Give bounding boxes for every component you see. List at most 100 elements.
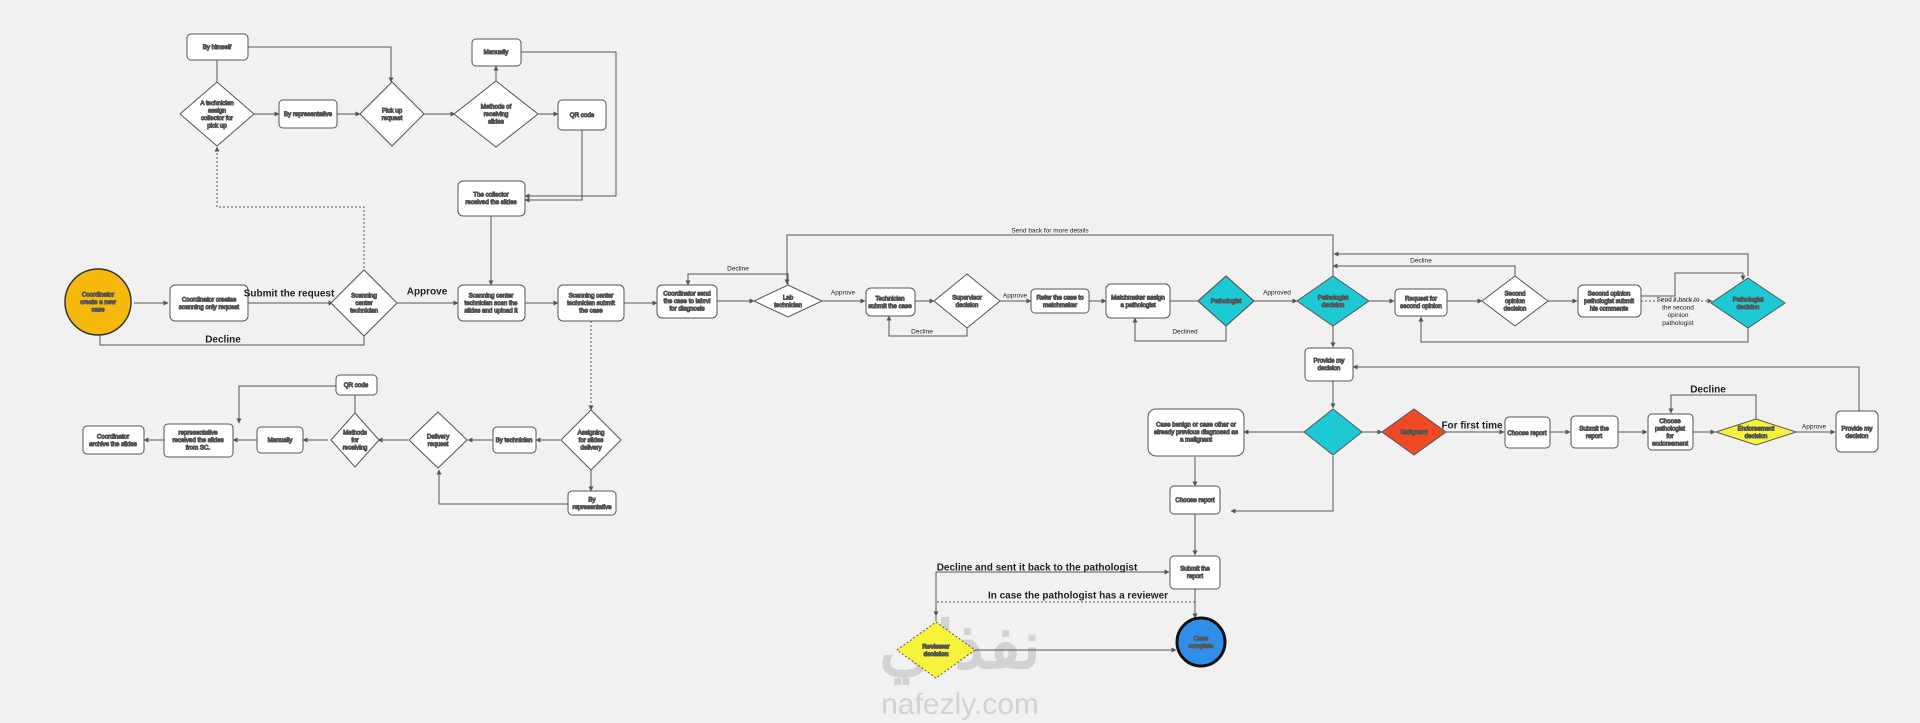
label-line: Approved [1263, 289, 1291, 296]
label-line: Case [1194, 635, 1209, 642]
label-line: Methods of [481, 104, 512, 111]
by-technician-box[interactable]: By technician [492, 426, 537, 454]
edge-decision-to-assign [214, 146, 365, 276]
label-line: representative [572, 504, 612, 511]
label-line: create a new [80, 299, 116, 306]
label-line: Supervisor [952, 294, 982, 301]
edge-qr-to-rep-received [236, 385, 336, 424]
label-line: slides and upload it [465, 308, 518, 315]
label-line: from SC. [186, 445, 211, 452]
label-line: A technician [200, 100, 234, 107]
label-line: Coordinator send [663, 291, 711, 298]
label-line: Send back for more details [1011, 227, 1089, 234]
label-line: Submit the [1579, 425, 1609, 432]
manually-bottom-label: Manually [268, 437, 294, 444]
qr-code-bottom-box[interactable]: QR code [335, 374, 378, 396]
edge-path-declined [1132, 316, 1227, 342]
label-approve-main: Approve [407, 287, 448, 298]
label-decline-main: Decline [205, 335, 241, 346]
label-line: QR code [570, 112, 595, 119]
watermark: نفذلي nafezly.com [879, 608, 1041, 721]
label-line: Choose [1659, 418, 1681, 425]
label-line: Decline [1690, 385, 1726, 396]
case-type-decision[interactable] [0, 0, 1363, 456]
label-line: decision [923, 651, 948, 658]
by-representative-top-box[interactable]: By representative [278, 99, 338, 129]
label-line: By representative [284, 111, 333, 118]
manually-top-box[interactable]: Manually [471, 38, 522, 67]
label-line: Delivery [427, 433, 450, 440]
label-line: For first time [1441, 421, 1503, 432]
label-line: Technician [875, 295, 905, 302]
choose-report-left-box[interactable]: Choose report [1169, 485, 1221, 515]
label-line: By technician [496, 437, 533, 444]
by-himself-box[interactable]: By himself [186, 33, 249, 61]
qr-code-bottom-label: QR code [344, 382, 369, 389]
edge-qr-to-collector [524, 130, 583, 203]
label-line: for [351, 437, 358, 444]
label-decline-sup: Decline [911, 328, 933, 335]
manually-bottom-box[interactable]: Manually [256, 426, 304, 454]
choose-report-left-label: Choose report [1175, 497, 1214, 504]
malignant-decision[interactable]: Malignant [1381, 408, 1447, 456]
label-line: matchmaker [1043, 302, 1077, 309]
by-technician-label: By technician [496, 437, 533, 444]
label-line: decision [956, 302, 979, 309]
qr-code-top-box[interactable]: QR code [557, 99, 607, 131]
label-line: Approve [1802, 423, 1827, 430]
pathologist-decision[interactable]: Pathologist [1197, 275, 1255, 327]
label-line: already previous diagnosed as [1154, 429, 1238, 436]
label-line: Choose report [1507, 430, 1546, 437]
label-line: Scanning center [469, 293, 514, 300]
watermark-latin: nafezly.com [881, 688, 1039, 721]
choose-report-right-box[interactable]: Choose report [1504, 416, 1551, 449]
label-line: Manually [268, 437, 294, 444]
